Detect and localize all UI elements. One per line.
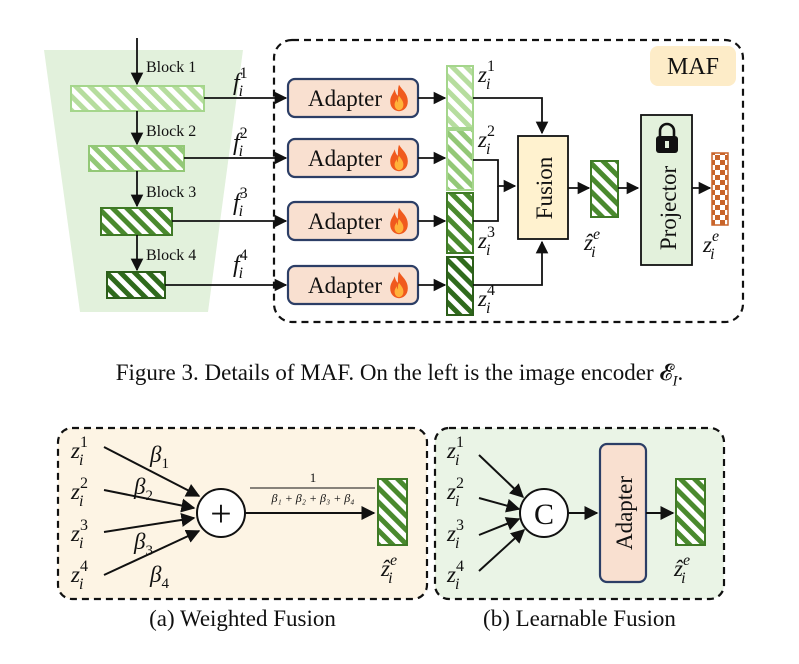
projector-label: Projector [656, 166, 681, 251]
route-z3-fusion [473, 186, 499, 222]
wf-arrow-4 [103, 529, 201, 576]
block-label-3: Block 3 [146, 184, 196, 201]
route-z1-fusion [473, 97, 549, 135]
z-token-4 [446, 256, 474, 316]
block-label-4: Block 4 [146, 247, 196, 264]
fused-token [590, 160, 619, 218]
figure-caption-sub: I [672, 373, 678, 390]
fusion-label: Fusion [532, 156, 557, 219]
figure-caption: Figure 3. Details of MAF. On the left is… [0, 360, 799, 395]
sum-operator: + [210, 493, 231, 535]
svg-text:Adapter: Adapter [308, 209, 382, 234]
adapter-1: Adapter [286, 77, 420, 119]
encoder-block-4 [106, 271, 166, 299]
block-label-2: Block 2 [146, 123, 196, 140]
wf-denominator: β₁ + β₂ + β₃ + β₄ [271, 491, 355, 505]
weighted-fusion-title: (a) Weighted Fusion [149, 606, 336, 631]
wf-weight-2: β2 [133, 474, 153, 504]
adapter-2: Adapter [286, 137, 420, 179]
block-label-1: Block 1 [146, 59, 196, 76]
z-token-3 [446, 192, 474, 254]
wf-arrow-1 [103, 446, 201, 497]
lf-arrow-2 [478, 497, 521, 513]
adapter-3: Adapter [286, 200, 420, 242]
route-z4-fusion [473, 240, 549, 286]
encoder-block-1 [70, 85, 205, 112]
encoder-block-3 [100, 207, 173, 236]
svg-text:Adapter: Adapter [308, 146, 382, 171]
wf-weight-4: β4 [149, 562, 169, 592]
lf-arrow-1 [478, 454, 525, 498]
wf-output-token [377, 478, 408, 546]
lf-output-token [675, 478, 706, 546]
wf-numerator: 1 [310, 470, 317, 485]
route-z2-fusion [473, 159, 517, 193]
wf-arrow-2 [103, 489, 196, 513]
figure-caption-end: . [677, 360, 684, 385]
figure-caption-text: Figure 3. Details of MAF. On the left is… [115, 360, 673, 385]
wf-arrow-3 [103, 513, 196, 533]
maf-label: MAF [667, 54, 719, 80]
encoder-block-2 [88, 145, 185, 172]
adapter-4: Adapter [286, 264, 420, 306]
image-encoder-region [44, 50, 243, 312]
wf-weight-1: β1 [149, 442, 169, 472]
lock-icon [656, 122, 678, 153]
maf-container [272, 38, 745, 324]
svg-text:Adapter: Adapter [308, 273, 382, 298]
z-token-1 [446, 65, 474, 129]
concat-operator: C [534, 498, 554, 531]
lf-arrow-3 [478, 517, 521, 536]
wf-weight-3: β3 [133, 529, 153, 559]
maf-tag [650, 46, 736, 86]
learnable-fusion-title: (b) Learnable Fusion [483, 606, 676, 631]
lf-arrow-4 [478, 529, 526, 572]
final-token [711, 152, 729, 226]
lf-adapter-label: Adapter [612, 476, 637, 550]
z-token-2 [446, 129, 474, 191]
svg-text:Adapter: Adapter [308, 86, 382, 111]
